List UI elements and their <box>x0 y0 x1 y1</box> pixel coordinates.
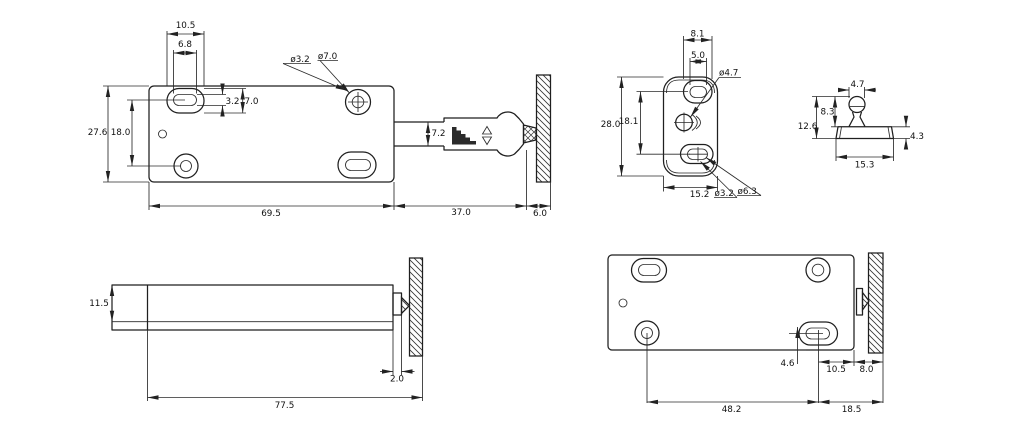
latch-front-mount-slot-boss <box>166 87 205 114</box>
dim-latch-body-length: 69.5 <box>261 209 281 219</box>
dim-plunger-length: 37.0 <box>451 208 471 218</box>
callout-pilot-hole-dia: ø3.2 <box>290 55 309 65</box>
latch-front-slot2-hole <box>345 159 371 171</box>
latch-front-plunger-tip <box>522 124 537 144</box>
dim-latch-body-height: 27.6 <box>88 128 108 138</box>
callout-strike-slot-hole-dia: ø3.2 <box>715 189 734 199</box>
latch-bottom-view: 4.6 10.5 8.0 48.2 18.5 <box>607 252 884 415</box>
latch-bottom-body <box>607 254 855 351</box>
callout-strike-slot-boss-dia: ø6.3 <box>738 187 757 197</box>
strike-base-side <box>835 126 895 140</box>
dim-bottom-slot-to-wall: 18.5 <box>842 405 862 415</box>
dim-strike-slot-pitch: 18.1 <box>619 117 639 127</box>
dim-strike-base-width: 15.3 <box>855 161 875 171</box>
strike-plate-inner-bottom <box>666 159 715 174</box>
latch-side-tip-step <box>392 292 403 316</box>
strike-side-view: 4.7 8.3 12.6 15.3 4.3 <box>798 80 924 171</box>
dim-strike-boss-width: 8.1 <box>691 30 705 40</box>
latch-front-small-hole <box>158 129 167 139</box>
dim-bottom-edge-to-wall: 8.0 <box>860 365 874 375</box>
dim-bottom-slot-to-edge: 10.5 <box>826 365 846 375</box>
strike-top-slot-hole <box>689 86 707 98</box>
latch-side-body <box>111 284 394 331</box>
latch-front-door-panel <box>535 74 552 183</box>
dim-latch-slot-height: 3.2 <box>226 97 240 107</box>
strike-front-dimensions: 8.1 5.0 ø4.7 28.0 18.1 15.2 ø3.2 <box>601 30 762 200</box>
dim-latch-boss-slot-width: 10.5 <box>176 21 196 31</box>
latch-front-dimensions: 10.5 6.8 3.2 7.0 ø3.2 ø7.0 <box>88 21 551 219</box>
latch-front-bottom-hole <box>180 160 192 172</box>
latch-bottom-dimensions: 4.6 10.5 8.0 48.2 18.5 <box>646 327 884 415</box>
dim-side-tip-gap: 2.0 <box>390 375 404 385</box>
strike-knob-front <box>674 112 701 133</box>
dim-latch-boss-slot-height: 7.0 <box>245 97 259 107</box>
dim-strike-overall-height: 12.6 <box>798 122 818 132</box>
dim-door-thickness: 6.0 <box>533 209 547 219</box>
arrow-up-icon <box>481 125 493 135</box>
dim-knob-height: 8.3 <box>821 108 835 118</box>
dim-plunger-height: 7.2 <box>432 129 446 139</box>
dim-strike-plate-width: 15.2 <box>690 190 710 200</box>
dim-bottom-slot-edge-offset: 4.6 <box>781 359 795 369</box>
dim-knob-width: 4.7 <box>851 80 865 90</box>
dim-latch-slot-width: 6.8 <box>178 40 192 50</box>
dim-latch-hole-pitch: 18.0 <box>111 128 131 138</box>
latch-side-view: 11.5 2.0 77.5 <box>89 257 424 411</box>
latch-front-plunger <box>394 111 537 157</box>
latch-side-door-panel <box>408 257 424 357</box>
strike-front-view: 8.1 5.0 ø4.7 28.0 18.1 15.2 ø3.2 <box>601 30 762 200</box>
latch-bottom-tip-wedge <box>861 290 870 312</box>
latch-bottom-slot1-hole <box>638 264 661 276</box>
dim-strike-base-height: 4.3 <box>910 132 924 142</box>
callout-knob-dia: ø4.7 <box>719 69 738 79</box>
latch-front-view: 10.5 6.8 3.2 7.0 ø3.2 ø7.0 <box>88 21 552 219</box>
strike-plate-outline <box>662 76 719 177</box>
arrow-down-icon <box>481 136 493 146</box>
dim-side-overall-length: 77.5 <box>275 401 295 411</box>
latch-side-tip-wedge <box>400 295 411 316</box>
dim-strike-slot-width: 5.0 <box>691 51 705 61</box>
callout-screw-hole-dia: ø7.0 <box>318 52 338 62</box>
latch-bottom-hole1 <box>811 263 825 277</box>
latch-bottom-door-panel <box>867 252 884 354</box>
latch-front-body <box>148 85 395 183</box>
latch-bottom-slot1-boss <box>630 257 668 283</box>
latch-bottom-hole1-boss <box>805 257 831 283</box>
strike-side-dimensions: 4.7 8.3 12.6 15.3 4.3 <box>798 80 924 171</box>
dim-bottom-hole-pitch: 48.2 <box>722 405 742 415</box>
latch-front-screw-hole <box>344 88 372 116</box>
latch-bottom-tip-step <box>855 287 864 316</box>
latch-side-dimensions: 11.5 2.0 77.5 <box>89 285 423 411</box>
dim-strike-plate-height: 28.0 <box>601 120 621 130</box>
dim-side-body-height: 11.5 <box>89 299 109 309</box>
strike-knob-side <box>848 95 866 127</box>
latch-front-slot2-boss <box>337 151 377 179</box>
ratchet-symbol <box>452 127 476 145</box>
latch-bottom-small-hole <box>618 298 628 308</box>
